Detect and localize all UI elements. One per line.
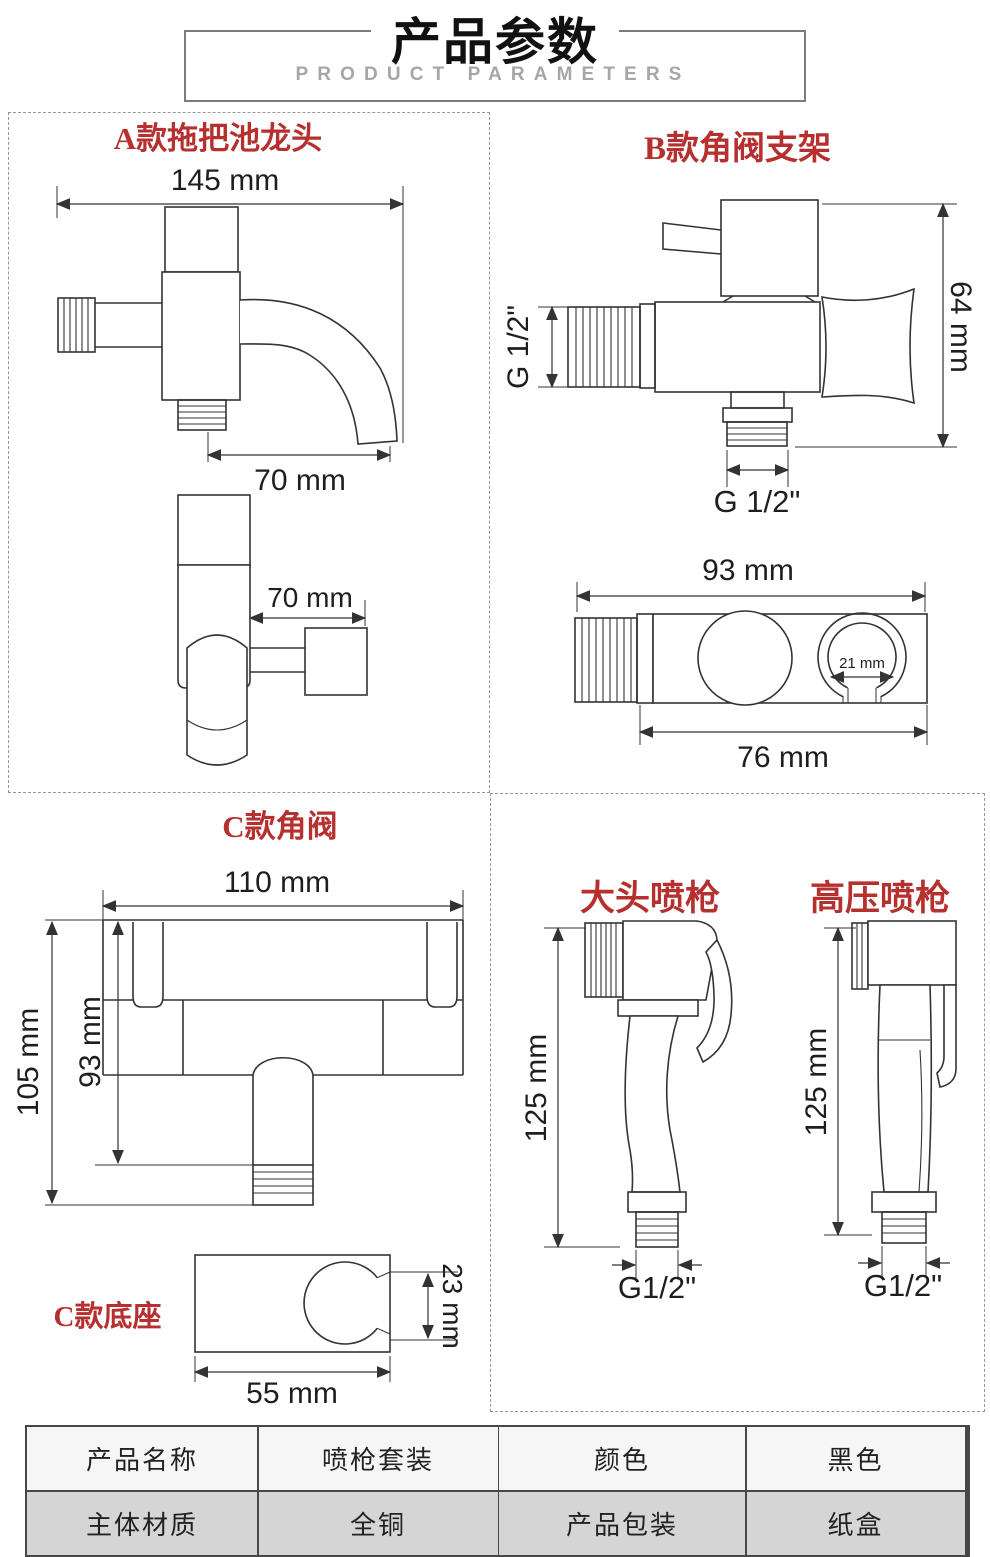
spec-key: 主体材质 — [27, 1491, 257, 1555]
dim-gun-hp-thread: G1/2" — [864, 1268, 942, 1303]
spec-value: 喷枪套装 — [258, 1427, 498, 1490]
diagram-spray-guns: 125 mm G1/2" 125 mm G1/2" — [520, 920, 957, 1305]
base-plate — [194, 1254, 391, 1353]
diagram-b-valve: G 1/2" 64 mm G 1/2" — [502, 199, 977, 519]
dim-b-inlet: G 1/2" — [502, 305, 535, 389]
dim-bracket-width: 93 mm — [702, 554, 794, 587]
faucet-side-handle — [177, 494, 251, 566]
dim-c-width: 110 mm — [224, 866, 330, 899]
dim-c-inner: 93 mm — [74, 996, 107, 1088]
dim-a-side: 70 mm — [267, 582, 353, 613]
bracket-thread — [574, 617, 638, 703]
gun-big-grip — [624, 1015, 681, 1193]
gun-hp-thread — [881, 1211, 927, 1244]
handle-stem-right — [426, 922, 458, 1008]
faucet-side-tube — [186, 634, 248, 766]
section-a-label: A款拖把池龙头 — [113, 121, 323, 156]
gun-hp-nozzle — [851, 922, 869, 990]
section-a-frame — [8, 112, 490, 793]
gun-big-label: 大头喷枪 — [579, 879, 720, 918]
section-b-label: B款角阀支架 — [643, 131, 831, 167]
gun-big-trigger — [696, 938, 733, 1064]
dim-bracket-clip: 21 mm — [839, 655, 885, 672]
faucet-handle — [164, 206, 239, 273]
gun-hp-hook — [936, 984, 957, 1088]
bracket-hole — [697, 610, 793, 706]
spec-table: 产品名称 喷枪套装 颜色 黑色 主体材质 全铜 产品包装 纸盒 — [25, 1425, 970, 1557]
handle-stub — [662, 222, 722, 255]
side-knob — [821, 287, 915, 405]
handle-stem-left — [132, 922, 164, 1008]
page-subtitle: PRODUCT PARAMETERS — [295, 64, 691, 85]
clip-inner — [827, 622, 897, 689]
diagram-a-faucet: 145 mm 70 mm 70 mm — [55, 164, 405, 766]
dim-a-spout: 70 mm — [254, 464, 346, 497]
dim-c-total: 105 mm — [12, 1008, 45, 1116]
valve-handle — [720, 199, 819, 297]
spec-key: 颜色 — [499, 1427, 745, 1490]
gun-hp-grip — [877, 984, 933, 1193]
spec-key: 产品包装 — [499, 1491, 745, 1555]
gun-big-thread — [635, 1211, 679, 1248]
dim-gun-hp-height: 125 mm — [800, 1028, 833, 1136]
clip-outer — [817, 612, 907, 698]
dim-base-width: 55 mm — [246, 1377, 338, 1410]
outlet-shoulder — [252, 1056, 314, 1076]
outlet-thread — [252, 1164, 314, 1206]
dim-gun-big-thread: G1/2" — [618, 1270, 696, 1305]
dim-b-height: 64 mm — [944, 281, 977, 373]
spec-value: 全铜 — [258, 1491, 498, 1555]
valve-body — [102, 919, 464, 1076]
diagram-c-base: 23 mm 55 mm — [193, 1254, 468, 1410]
gun-hp-head — [867, 920, 957, 986]
dim-b-outlet: G 1/2" — [714, 484, 801, 519]
wall-bracket-block — [304, 627, 368, 696]
diagram-c-valve: 110 mm 93 mm 105 mm — [12, 866, 465, 1206]
faucet-spout — [239, 298, 398, 445]
base-clip — [303, 1261, 378, 1345]
spec-key: 产品名称 — [27, 1427, 257, 1490]
gun-hp-label: 高压喷枪 — [809, 879, 950, 918]
section-c-label: C款角阀 — [222, 809, 338, 844]
dim-gun-big-height: 125 mm — [520, 1034, 553, 1142]
dim-base-clip: 23 mm — [437, 1263, 468, 1349]
valve-body — [654, 301, 821, 393]
faucet-body — [161, 271, 241, 401]
outlet-thread — [177, 399, 227, 431]
gun-big-head — [622, 920, 718, 1001]
spec-value: 纸盒 — [746, 1491, 965, 1555]
section-c-base-label: C款底座 — [53, 1301, 162, 1333]
section-guns-frame — [490, 793, 985, 1412]
page-title: 产品参数 — [0, 2, 990, 74]
diagram-b-bracket: 93 mm 21 mm 76 mm — [574, 554, 929, 774]
dim-bracket-body: 76 mm — [737, 741, 829, 774]
dim-a-width: 145 mm — [171, 164, 279, 197]
spec-value: 黑色 — [746, 1427, 965, 1490]
